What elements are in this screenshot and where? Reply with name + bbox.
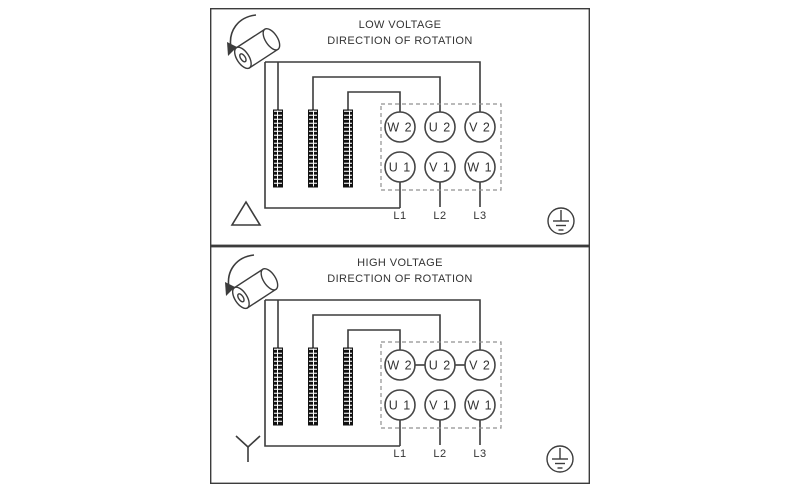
high-voltage-diagram: HIGH VOLTAGE DIRECTION OF ROTATION [210,246,590,484]
terminal-u2 [424,349,456,381]
supply-line-label: L3 [473,210,486,222]
supply-line-label: L2 [433,210,446,222]
terminal-board-outline [380,103,502,191]
low-voltage-diagram: LOW VOLTAGE DIRECTION OF ROTATION [210,8,590,246]
terminal-block-1 [273,109,283,188]
terminal-block-1 [273,347,283,426]
terminal-label: V 1 [429,399,451,413]
rotation-direction-icon [227,14,281,70]
wires [264,299,481,447]
ground-icon [546,445,574,473]
terminal-v1 [424,151,456,183]
terminal-label: W 2 [387,121,412,135]
panel-border [210,246,590,484]
panel-subtitle: DIRECTION OF ROTATION [327,273,473,285]
wires [264,61,481,209]
terminal-v2 [464,349,496,381]
terminal-label: U 1 [389,399,411,413]
terminal-label: U 2 [429,359,451,373]
terminal-label: V 2 [469,121,491,135]
terminals [384,349,496,421]
terminal-block-strips [273,109,353,188]
terminal-label: V 2 [469,359,491,373]
terminal-w1 [464,151,496,183]
supply-line-label: L2 [433,448,446,460]
terminal-label: V 1 [429,161,451,175]
terminal-block-3 [343,109,353,188]
wye-symbol-icon [235,435,261,462]
supply-line-label: L1 [393,448,406,460]
terminal-v2 [464,111,496,143]
panel-title: LOW VOLTAGE [359,19,442,31]
terminal-label: W 1 [467,399,492,413]
terminal-label: W 1 [467,161,492,175]
terminal-u1 [384,389,416,421]
terminal-u2 [424,111,456,143]
panel-title: HIGH VOLTAGE [357,257,443,269]
ground-icon [547,207,575,235]
rotation-direction-icon [225,254,279,310]
terminals [384,111,496,183]
terminal-block-3 [343,347,353,426]
terminal-block-strips [273,347,353,426]
panel-subtitle: DIRECTION OF ROTATION [327,35,473,47]
delta-symbol-icon [230,200,262,226]
terminal-block-2 [308,347,318,426]
terminal-w2 [384,111,416,143]
supply-line-label: L1 [393,210,406,222]
low-voltage-panel: LOW VOLTAGE DIRECTION OF ROTATION [210,8,590,246]
supply-line-label: L3 [473,448,486,460]
panel-border [210,8,590,246]
terminal-label: U 1 [389,161,411,175]
terminal-w1 [464,389,496,421]
terminal-block-2 [308,109,318,188]
terminal-w2 [384,349,416,381]
high-voltage-panel: HIGH VOLTAGE DIRECTION OF ROTATION [210,246,590,484]
terminal-u1 [384,151,416,183]
terminal-v1 [424,389,456,421]
terminal-board-outline [380,341,502,429]
terminal-label: W 2 [387,359,412,373]
terminal-label: U 2 [429,121,451,135]
